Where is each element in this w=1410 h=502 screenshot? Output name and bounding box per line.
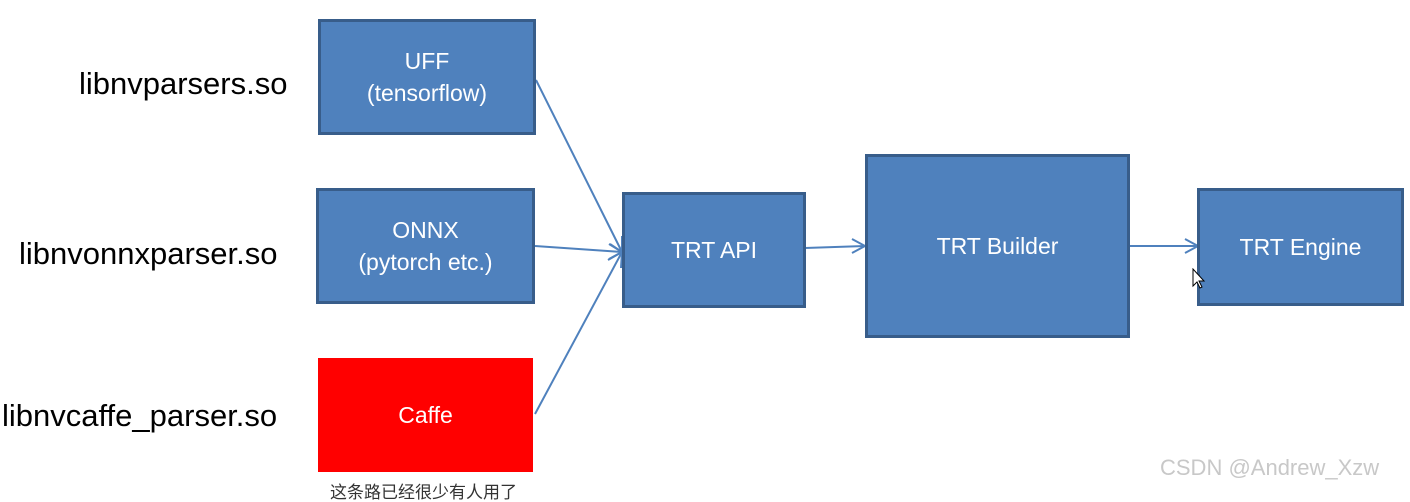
onnx-box-title: ONNX xyxy=(392,216,459,243)
trt-api-box: TRT API xyxy=(622,192,806,308)
caffe-deprecation-note: 这条路已经很少有人用了 xyxy=(330,483,517,502)
caffe-box: Caffe xyxy=(318,358,533,472)
trt-builder-box-title: TRT Builder xyxy=(936,232,1059,259)
arrow-caffe-to-trt-api xyxy=(534,251,623,415)
mouse-cursor-icon xyxy=(1192,268,1206,289)
uff-box-title: UFF xyxy=(404,47,450,74)
trt-engine-box: TRT Engine xyxy=(1197,188,1404,306)
uff-parser-lib-label: libnvparsers.so xyxy=(79,66,288,101)
onnx-box-subtitle: (pytorch etc.) xyxy=(358,249,493,275)
arrow-trt-api-to-builder xyxy=(804,245,866,249)
trt-builder-box: TRT Builder xyxy=(865,154,1130,338)
arrow-onnx-to-trt-api xyxy=(534,245,623,253)
caffe-parser-lib-label: libnvcaffe_parser.so xyxy=(2,398,278,433)
uff-tensorflow-box: UFF (tensorflow) xyxy=(318,19,536,135)
trt-engine-box-title: TRT Engine xyxy=(1239,233,1362,260)
arrow-uff-to-trt-api xyxy=(535,79,623,253)
trt-api-box-title: TRT API xyxy=(670,236,758,263)
uff-box-subtitle: (tensorflow) xyxy=(366,80,488,106)
onnx-pytorch-box: ONNX (pytorch etc.) xyxy=(316,188,535,304)
caffe-box-title: Caffe xyxy=(398,401,453,428)
onnx-parser-lib-label: libnvonnxparser.so xyxy=(19,236,278,271)
csdn-watermark: CSDN @Andrew_Xzw xyxy=(1160,455,1380,480)
